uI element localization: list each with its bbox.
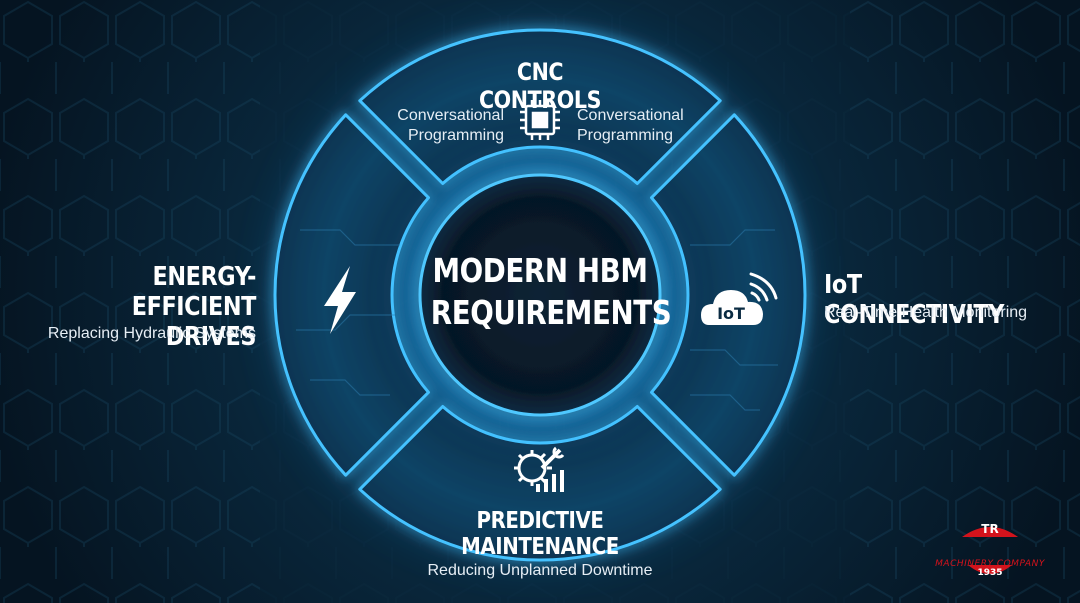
center-title-line-1: MODERN HBM <box>432 251 648 290</box>
predictive-maintenance-subtitle: Reducing Unplanned Downtime <box>427 562 653 579</box>
cloud-iot-icon: IoT <box>701 272 778 325</box>
center-title: MODERN HBM REQUIREMENTS <box>430 250 672 334</box>
iot-connectivity-title: IoT CONNECTIVITY <box>824 270 1005 330</box>
gear-wrench-chart-icon <box>514 446 565 492</box>
logo-middle-text: MACHINERY COMPANY <box>935 559 1045 569</box>
cnc-left-text-line-2: Programming <box>407 127 504 144</box>
logo-top-text: TR <box>981 522 998 536</box>
segment-predictive-maintenance <box>358 405 722 562</box>
energy-efficient-title: ENERGY-EFFICIENT DRIVES <box>62 262 257 352</box>
center-title-line-2: REQUIREMENTS <box>430 293 672 332</box>
logo-bottom-text: 1935 <box>977 568 1002 578</box>
predictive-maintenance-title: PREDICTIVE MAINTENANCE <box>461 508 619 560</box>
iot-connectivity-subtitle: Real-Time Health Monitoring <box>824 304 1028 321</box>
cnc-left-text-line-1: Conversational <box>397 107 504 124</box>
cnc-left-text: Conversational Programming <box>378 106 504 146</box>
lightning-bolt-icon <box>324 266 356 334</box>
cnc-controls-title: CNC CONTROLS <box>478 58 602 114</box>
energy-efficient-subtitle: Replacing Hydraulic Systems <box>47 325 256 342</box>
cnc-right-text-line-1: Conversational <box>577 107 684 124</box>
iot-icon-label: IoT <box>717 304 745 323</box>
company-logo: TR 1935 <box>962 522 1018 578</box>
cpu-chip-icon <box>520 100 560 140</box>
energy-title-line-1: ENERGY-EFFICIENT <box>131 262 257 322</box>
cnc-right-text: Conversational Programming <box>577 106 703 146</box>
hex-pattern-right <box>850 0 1080 603</box>
center-circle <box>418 173 662 417</box>
cnc-right-text-line-2: Programming <box>577 127 674 144</box>
hex-pattern-left <box>0 0 260 603</box>
energy-title-line-2: DRIVES <box>165 322 257 352</box>
